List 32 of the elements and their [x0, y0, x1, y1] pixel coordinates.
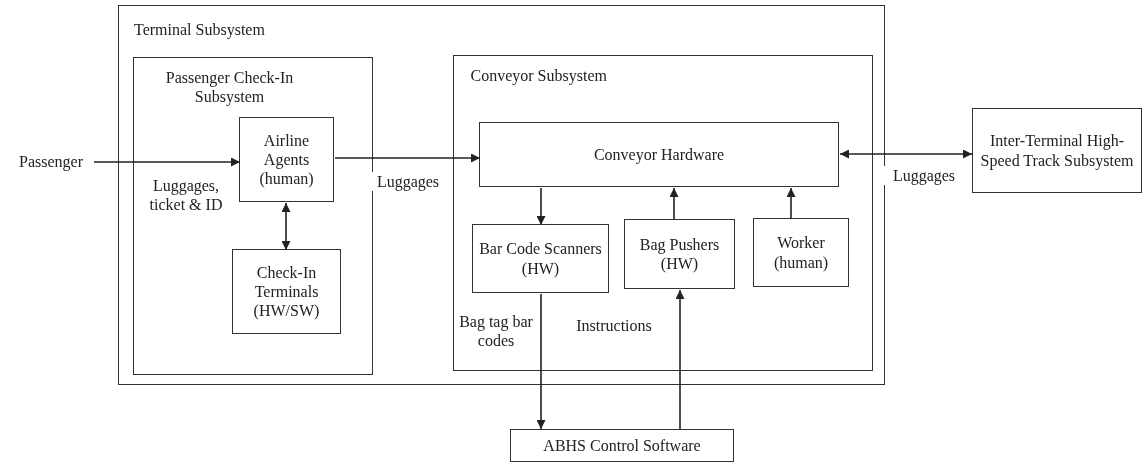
arrow — [669, 187, 679, 221]
process-box — [232, 249, 341, 334]
process-box — [972, 108, 1142, 193]
arrow — [536, 293, 546, 430]
arrow — [536, 187, 546, 226]
group-title: Conveyor Subsystem — [469, 65, 608, 85]
arrow — [675, 289, 685, 430]
process-box — [479, 122, 839, 187]
subsystem-frame — [452, 54, 873, 371]
group-title: Terminal Subsystem — [133, 20, 266, 40]
process-box — [624, 219, 735, 289]
box-label: Airline Agents (human) — [258, 130, 315, 189]
box-label: ABHS Control Software — [542, 435, 702, 456]
group-title: Passenger Check-In Subsystem — [164, 67, 295, 106]
process-box — [510, 429, 734, 462]
subsystem-frame — [132, 56, 373, 375]
box-label: Conveyor Hardware — [592, 144, 726, 165]
process-box — [472, 224, 609, 293]
arrow — [93, 157, 241, 167]
box-label: Inter-Terminal High-Speed Track Subsystem — [979, 131, 1135, 170]
box-label: Worker (human) — [772, 233, 830, 272]
process-box — [239, 117, 334, 202]
box-label: Bag Pushers (HW) — [638, 234, 721, 274]
arrow — [839, 149, 973, 159]
box-label: Bar Code Scanners (HW) — [478, 239, 603, 278]
process-box — [753, 218, 849, 287]
box-label: Check-In Terminals (HW/SW) — [252, 262, 321, 321]
arrow — [334, 153, 481, 163]
arrow — [281, 202, 291, 251]
arrow — [786, 187, 796, 220]
subsystem-frame — [118, 5, 885, 385]
actor-label: Passenger — [18, 152, 84, 172]
